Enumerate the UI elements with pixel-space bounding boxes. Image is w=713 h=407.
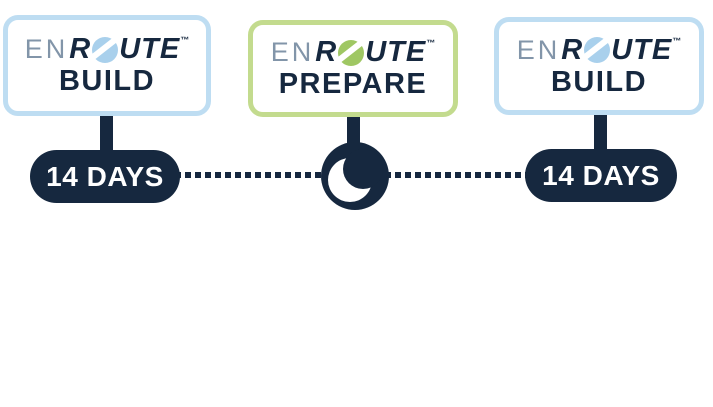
brand-letter-r: R [315, 36, 338, 68]
brand-prefix: EN [270, 37, 315, 67]
connector-stem-right [594, 108, 607, 156]
enroute-logo: EN R UTE ™ [25, 35, 189, 64]
card-label: BUILD [58, 65, 156, 97]
trademark-symbol: ™ [180, 35, 190, 45]
brand-prefix: EN [516, 34, 561, 65]
route-circle-slash-icon [338, 39, 365, 66]
card-enroute-prepare: EN R UTE ™ PREPARE [248, 20, 458, 117]
card-enroute-build-1: EN R UTE ™ BUILD [3, 15, 211, 116]
duration-pill-right: 14 DAYS [525, 149, 677, 202]
brand-prefix: EN [24, 34, 69, 64]
overnight-node [321, 142, 389, 210]
enroute-logo: EN R UTE ™ [271, 38, 435, 67]
brand-letters-ute: UTE [365, 36, 427, 68]
trademark-symbol: ™ [426, 38, 436, 48]
brand-letters-ute: UTE [119, 33, 181, 65]
route-circle-slash-icon [584, 37, 611, 63]
card-label: BUILD [550, 65, 648, 98]
connector-stem-left [100, 108, 113, 156]
brand-letters-ute: UTE [611, 33, 673, 66]
route-circle-slash-icon [92, 36, 119, 63]
enroute-logo: EN R UTE ™ [516, 33, 682, 66]
card-label: PREPARE [278, 68, 428, 100]
brand-letter-r: R [69, 33, 92, 65]
brand-letter-r: R [561, 33, 584, 66]
crescent-moon-icon [328, 149, 383, 202]
trademark-symbol: ™ [672, 35, 682, 46]
duration-pill-left: 14 DAYS [30, 150, 180, 203]
duration-label: 14 DAYS [46, 160, 164, 192]
duration-label: 14 DAYS [542, 159, 660, 191]
card-enroute-build-2: EN R UTE ™ BUILD [494, 17, 704, 115]
